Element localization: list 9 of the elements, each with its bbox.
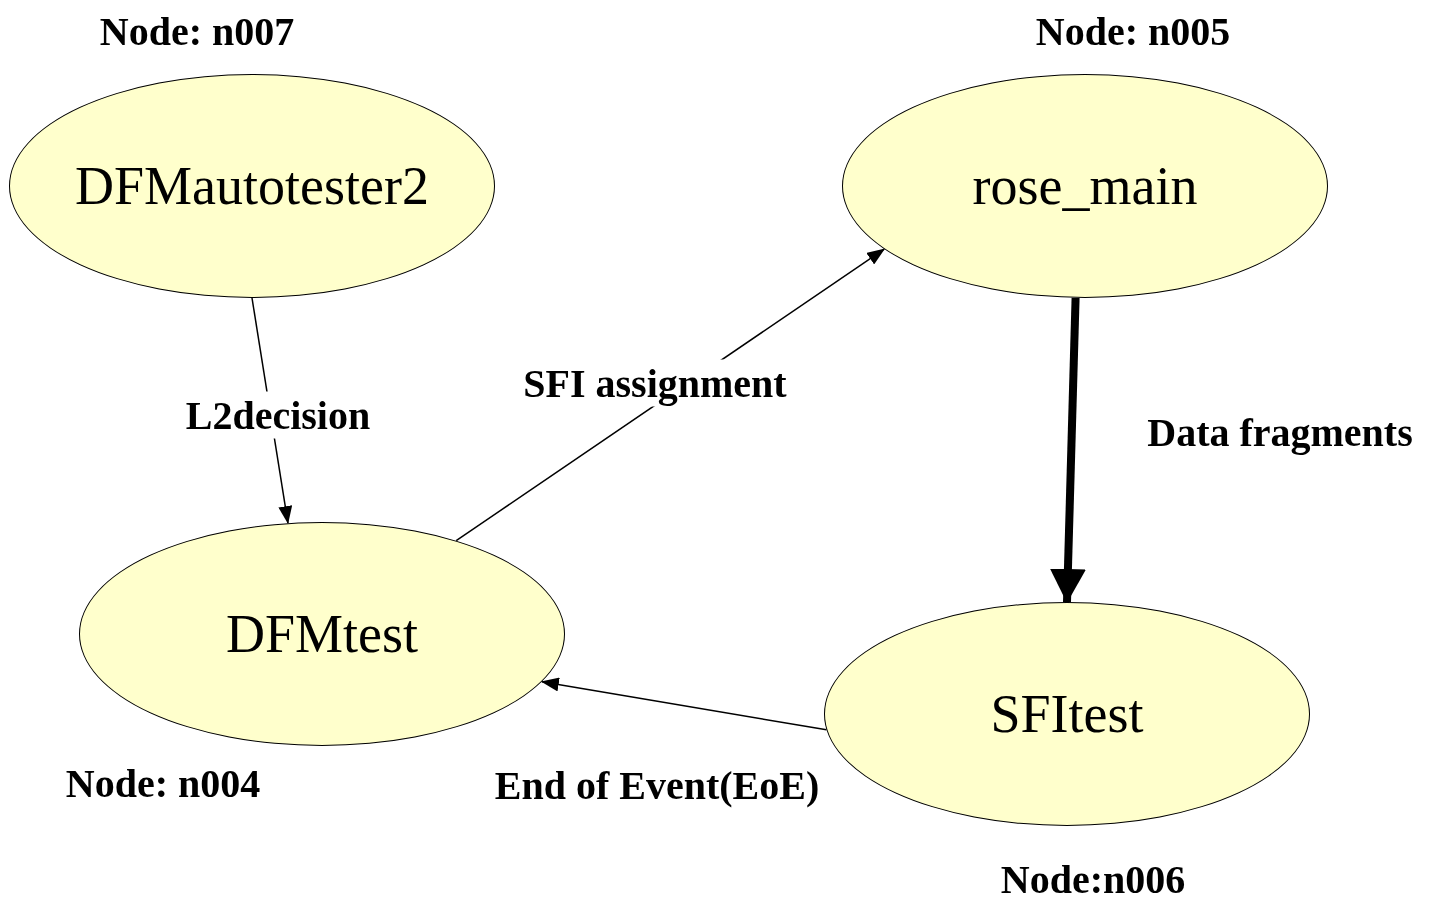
node-label: SFItest: [990, 683, 1144, 745]
node-label: DFMtest: [225, 603, 418, 665]
node-label: rose_main: [972, 155, 1198, 217]
node-id-label: Node: n005: [1035, 8, 1231, 55]
node-id-label: Node: n007: [99, 8, 295, 55]
node-id-label: Node: n004: [65, 760, 261, 807]
node-id-label: Node:n006: [1000, 856, 1186, 901]
arrow: [1049, 297, 1086, 603]
node-label: DFMautotester2: [75, 155, 429, 217]
